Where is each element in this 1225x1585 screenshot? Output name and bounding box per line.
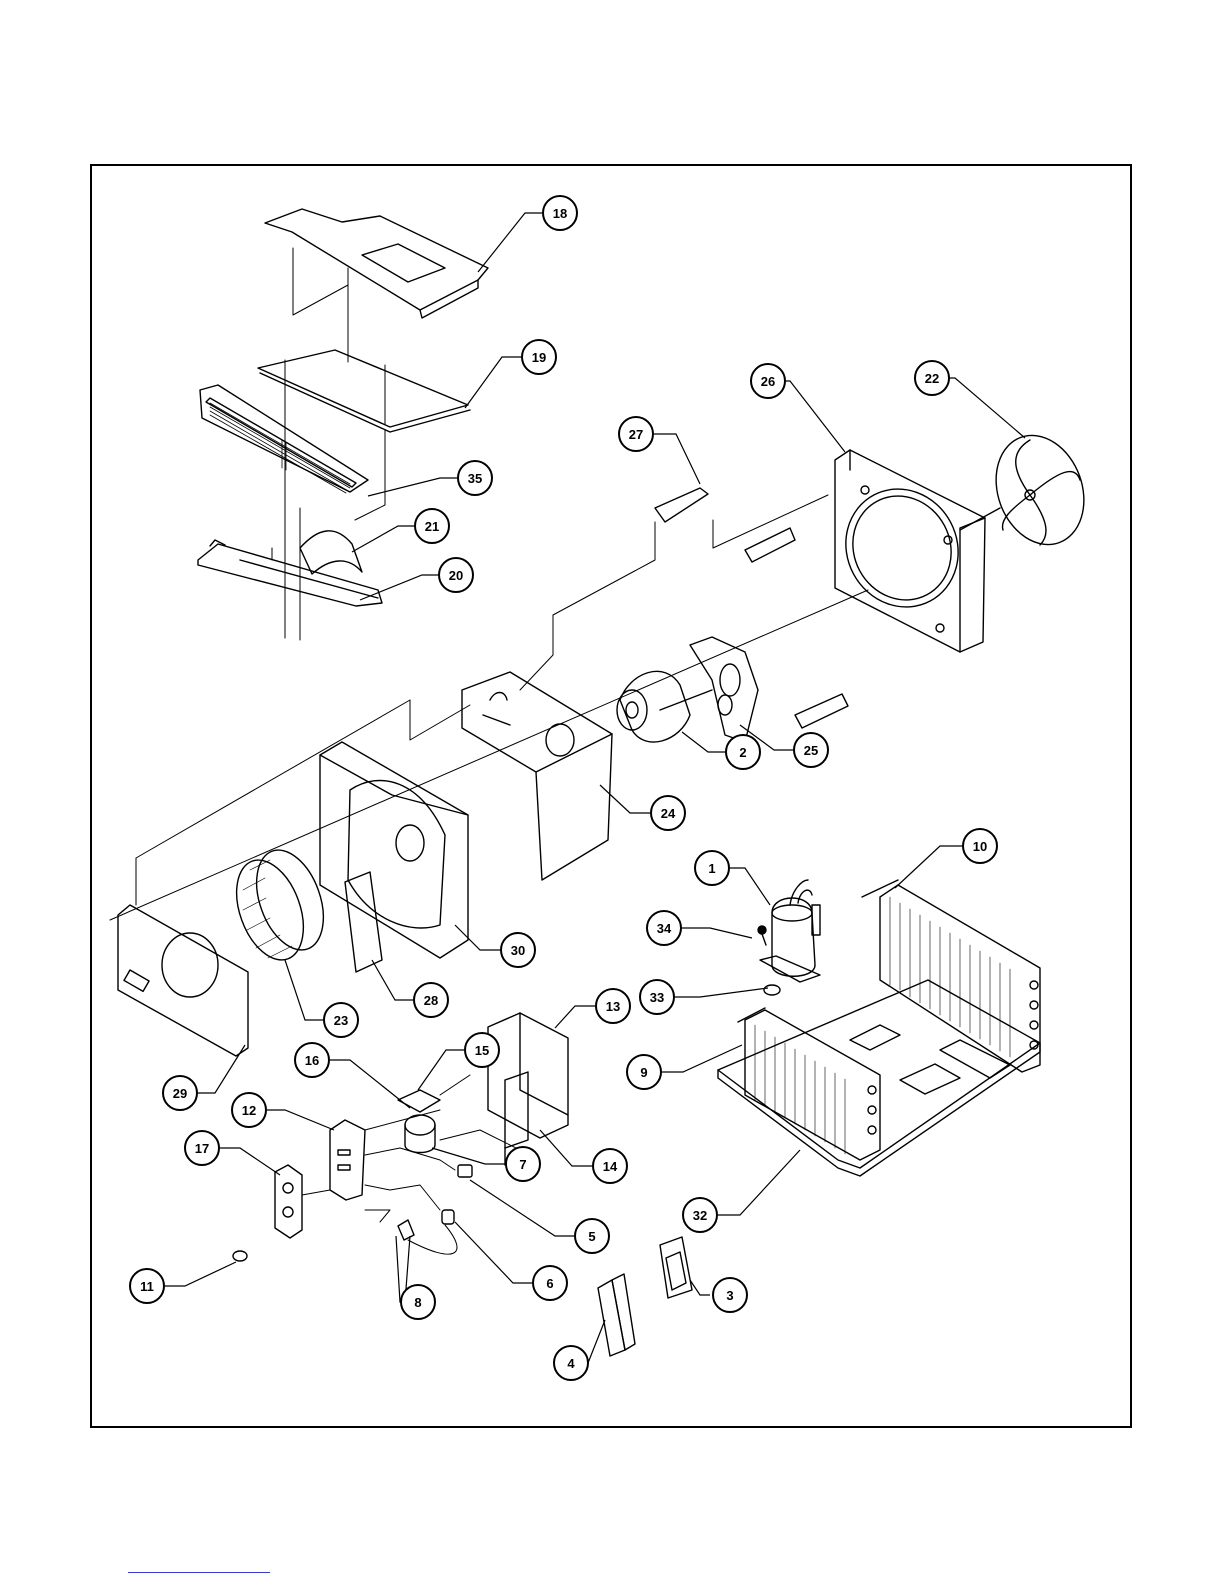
- callout-number: 27: [629, 427, 643, 442]
- callout-number: 19: [532, 350, 546, 365]
- callout-number: 30: [511, 943, 525, 958]
- callout-27: 27: [619, 417, 653, 451]
- control-plate-part: [275, 1165, 302, 1238]
- callout-number: 10: [973, 839, 987, 854]
- callout-34: 34: [647, 911, 681, 945]
- callout-number: 7: [519, 1157, 526, 1172]
- base-pan-part: [718, 980, 1040, 1176]
- front-partition-part: [118, 905, 248, 1056]
- blower-housing-part: [320, 742, 468, 958]
- side-panel-part: [345, 872, 382, 972]
- blower-wheel-part: [224, 841, 336, 969]
- callout-9: 9: [627, 1055, 661, 1089]
- callout-number: 16: [305, 1053, 319, 1068]
- callout-number: 29: [173, 1086, 187, 1101]
- callout-4: 4: [554, 1346, 588, 1380]
- callout-number: 8: [414, 1295, 421, 1310]
- front-grille-part: [200, 385, 368, 493]
- callout-6: 6: [533, 1266, 567, 1300]
- callout-number: 4: [567, 1356, 575, 1371]
- fan-motor-part: [617, 671, 712, 742]
- callout-24: 24: [651, 796, 685, 830]
- callout-1: 1: [695, 851, 729, 885]
- callout-16: 16: [295, 1043, 329, 1077]
- control-box-part: [488, 1013, 568, 1165]
- compressor-part: [760, 880, 820, 982]
- foam-block-part: [655, 488, 848, 728]
- callout-number: 26: [761, 374, 775, 389]
- condenser-shroud-part: [825, 450, 985, 652]
- knob-part: [233, 1251, 247, 1261]
- callout-number: 24: [661, 806, 676, 821]
- callout-number: 12: [242, 1103, 256, 1118]
- callout-number: 17: [195, 1141, 209, 1156]
- callout-28: 28: [414, 983, 448, 1017]
- callout-number: 25: [804, 743, 818, 758]
- callout-number: 1: [708, 861, 715, 876]
- callout-33: 33: [640, 980, 674, 1014]
- callout-5: 5: [575, 1219, 609, 1253]
- callout-number: 28: [424, 993, 438, 1008]
- damper-part: [300, 531, 362, 574]
- callout-number: 6: [546, 1276, 553, 1291]
- callout-number: 11: [140, 1279, 154, 1294]
- callout-23: 23: [324, 1003, 358, 1037]
- callout-30: 30: [501, 933, 535, 967]
- callout-number: 23: [334, 1013, 348, 1028]
- callout-8: 8: [401, 1285, 435, 1319]
- callout-number: 2: [739, 745, 746, 760]
- callout-26: 26: [751, 364, 785, 398]
- callout-number: 18: [553, 206, 567, 221]
- callout-29: 29: [163, 1076, 197, 1110]
- callout-14: 14: [593, 1149, 627, 1183]
- callout-11: 11: [130, 1269, 164, 1303]
- callout-number: 33: [650, 990, 664, 1005]
- top-cover-part: [265, 209, 488, 318]
- partition-part: [462, 672, 612, 880]
- callout-number: 32: [693, 1208, 707, 1223]
- callout-number: 34: [657, 921, 672, 936]
- callout-25: 25: [794, 733, 828, 767]
- insulation-part: [598, 1274, 635, 1356]
- callout-number: 22: [925, 371, 939, 386]
- callout-3: 3: [713, 1278, 747, 1312]
- callout-2: 2: [726, 735, 760, 769]
- callout-number: 9: [640, 1065, 647, 1080]
- callout-19: 19: [522, 340, 556, 374]
- callout-number: 15: [475, 1043, 489, 1058]
- filter-part: [258, 350, 470, 432]
- callout-number: 35: [468, 471, 482, 486]
- callout-number: 5: [588, 1229, 595, 1244]
- callout-17: 17: [185, 1131, 219, 1165]
- callout-10: 10: [963, 829, 997, 863]
- grommet-part: [764, 985, 780, 995]
- callout-20: 20: [439, 558, 473, 592]
- callout-13: 13: [596, 989, 630, 1023]
- condenser-fan-part: [960, 423, 1099, 557]
- switch-part: [330, 1120, 365, 1200]
- callout-number: 21: [425, 519, 439, 534]
- callout-32: 32: [683, 1198, 717, 1232]
- footer-rule: [128, 1572, 270, 1573]
- callout-number: 20: [449, 568, 463, 583]
- callout-number: 14: [603, 1159, 618, 1174]
- capacitor-part: [398, 1090, 440, 1153]
- callout-number: 3: [726, 1288, 733, 1303]
- sleeve-part: [660, 1237, 692, 1298]
- callout-22: 22: [915, 361, 949, 395]
- callout-number: 13: [606, 999, 620, 1014]
- callout-18: 18: [543, 196, 577, 230]
- callout-15: 15: [465, 1033, 499, 1067]
- callout-7: 7: [506, 1147, 540, 1181]
- callout-35: 35: [458, 461, 492, 495]
- terminal-cover-part: [758, 926, 766, 945]
- callout-21: 21: [415, 509, 449, 543]
- condenser-coil-part: [862, 880, 1040, 1072]
- callout-12: 12: [232, 1093, 266, 1127]
